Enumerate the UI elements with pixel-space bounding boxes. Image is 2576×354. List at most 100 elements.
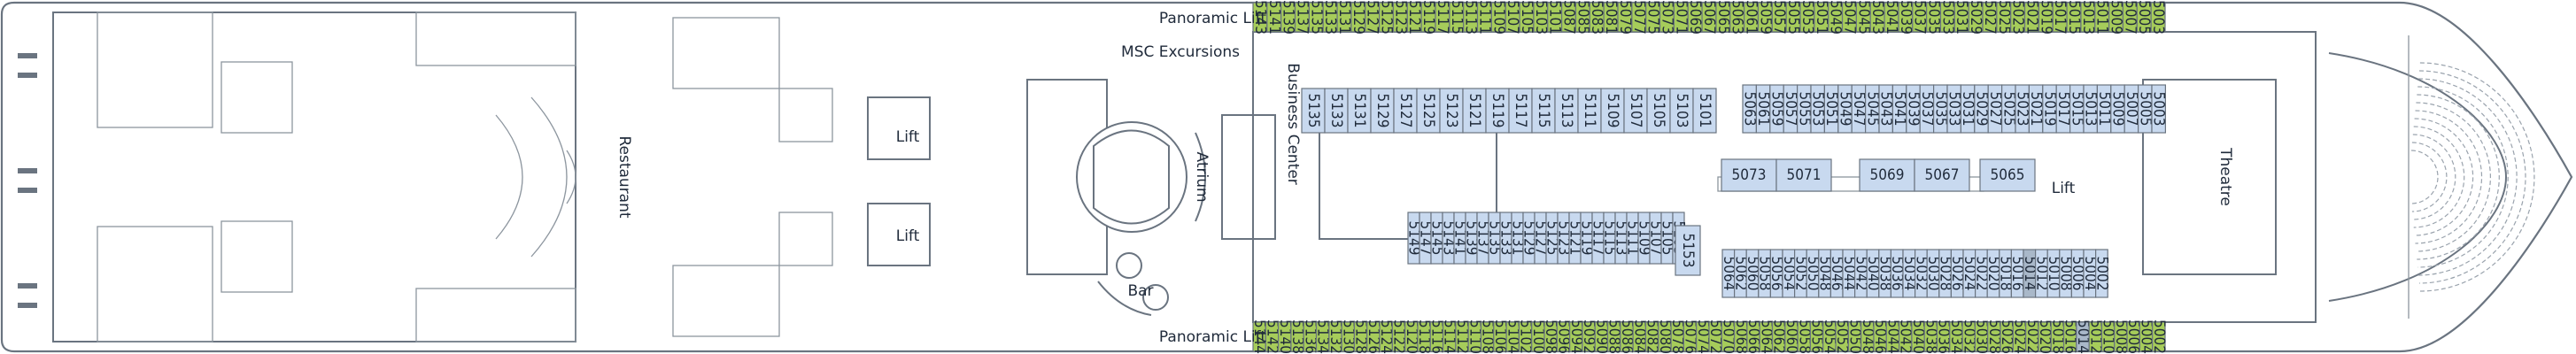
cabin-interior-lower-right[interactable]: 5034 bbox=[1900, 249, 1918, 298]
cabin-balcony-bottom[interactable]: 5092 bbox=[1580, 319, 1597, 354]
cabin-balcony-bottom[interactable]: 5012 bbox=[2086, 319, 2104, 354]
cabin-interior-upper-mid[interactable]: 5111 bbox=[1577, 88, 1602, 134]
cabin-balcony-bottom[interactable]: 5140 bbox=[1276, 319, 1294, 354]
cabin-balcony-bottom[interactable]: 5102 bbox=[1517, 319, 1535, 354]
cabin-balcony-top[interactable]: 5083 bbox=[1588, 0, 1605, 35]
cabin-balcony-top[interactable]: 5115 bbox=[1448, 0, 1466, 35]
cabin-balcony-bottom[interactable]: 5130 bbox=[1339, 319, 1357, 354]
cabin-interior-horizontal[interactable]: 5073 bbox=[1721, 158, 1777, 192]
cabin-balcony-top[interactable]: 5015 bbox=[2065, 0, 2083, 35]
cabin-interior-upper-right[interactable]: 5043 bbox=[1877, 84, 1895, 134]
cabin-interior-lower-right[interactable]: 5060 bbox=[1744, 249, 1761, 298]
cabin-balcony-top[interactable]: 5025 bbox=[1995, 0, 2013, 35]
cabin-interior-lower-right[interactable]: 5004 bbox=[2081, 249, 2099, 298]
cabin-balcony-bottom[interactable]: 5126 bbox=[1365, 319, 1382, 354]
cabin-interior-upper-mid[interactable]: 5135 bbox=[1301, 88, 1326, 134]
cabin-balcony-top[interactable]: 5123 bbox=[1391, 0, 1409, 35]
cabin-interior-upper-right[interactable]: 5053 bbox=[1809, 84, 1827, 134]
cabin-balcony-top[interactable]: 5077 bbox=[1630, 0, 1648, 35]
cabin-interior-center[interactable]: 5113 bbox=[1613, 212, 1630, 265]
cabin-interior-upper-right[interactable]: 5049 bbox=[1837, 84, 1854, 134]
cabin-balcony-bottom[interactable]: 5040 bbox=[1909, 319, 1927, 354]
cabin-balcony-top[interactable]: 5021 bbox=[2023, 0, 2040, 35]
cabin-interior-horizontal[interactable]: 5067 bbox=[1914, 158, 1970, 192]
cabin-balcony-bottom[interactable]: 5098 bbox=[1542, 319, 1559, 354]
cabin-interior-lower-right[interactable]: 5010 bbox=[2045, 249, 2062, 298]
cabin-interior-lower-right[interactable]: 5030 bbox=[1924, 249, 1942, 298]
cabin-interior-upper-right[interactable]: 5011 bbox=[2095, 84, 2113, 134]
cabin-interior-lower-right[interactable]: 5012 bbox=[2032, 249, 2050, 298]
cabin-interior-horizontal[interactable]: 5069 bbox=[1859, 158, 1915, 192]
cabin-balcony-top[interactable]: 5031 bbox=[1953, 0, 1970, 35]
cabin-balcony-bottom[interactable]: 5018 bbox=[2048, 319, 2066, 354]
cabin-interior-upper-right[interactable]: 5063 bbox=[1741, 84, 1759, 134]
cabin-balcony-top[interactable]: 5111 bbox=[1475, 0, 1493, 35]
cabin-balcony-bottom[interactable]: 5008 bbox=[2112, 319, 2130, 354]
cabin-balcony-bottom[interactable]: 5080 bbox=[1656, 319, 1674, 354]
cabin-balcony-bottom[interactable]: 5094 bbox=[1567, 319, 1585, 354]
cabin-balcony-top[interactable]: 5037 bbox=[1911, 0, 1929, 35]
cabin-balcony-bottom[interactable]: 5026 bbox=[1998, 319, 2015, 354]
cabin-interior-center[interactable]: 5143 bbox=[1440, 212, 1458, 265]
cabin-balcony-bottom[interactable]: 5108 bbox=[1479, 319, 1497, 354]
cabin-interior-upper-right[interactable]: 5047 bbox=[1850, 84, 1868, 134]
cabin-interior-center[interactable]: 5133 bbox=[1497, 212, 1515, 265]
cabin-balcony-bottom[interactable]: 5100 bbox=[1529, 319, 1547, 354]
cabin-balcony-top[interactable]: 5067 bbox=[1700, 0, 1718, 35]
cabin-interior-upper-mid[interactable]: 5107 bbox=[1623, 88, 1648, 134]
cabin-interior-center[interactable]: 5111 bbox=[1624, 212, 1642, 265]
cabin-interior-upper-mid[interactable]: 5129 bbox=[1370, 88, 1395, 134]
cabin-balcony-top[interactable]: 5065 bbox=[1714, 0, 1732, 35]
cabin-balcony-bottom[interactable]: 5046 bbox=[1871, 319, 1889, 354]
cabin-balcony-bottom[interactable]: 5020 bbox=[2036, 319, 2054, 354]
cabin-interior-lower-right[interactable]: 5040 bbox=[1864, 249, 1882, 298]
cabin-balcony-bottom[interactable]: 5006 bbox=[2124, 319, 2142, 354]
cabin-interior-lower-right[interactable]: 5014 bbox=[2021, 249, 2038, 298]
cabin-balcony-bottom[interactable]: 5052 bbox=[1833, 319, 1851, 354]
cabin-balcony-bottom[interactable]: 5034 bbox=[1947, 319, 1965, 354]
cabin-interior-upper-right[interactable]: 5039 bbox=[1905, 84, 1922, 134]
cabin-balcony-bottom[interactable]: 5084 bbox=[1630, 319, 1648, 354]
cabin-interior-upper-mid[interactable]: 5113 bbox=[1554, 88, 1579, 134]
cabin-interior-horizontal[interactable]: 5071 bbox=[1775, 158, 1832, 192]
cabin-interior-upper-mid[interactable]: 5103 bbox=[1669, 88, 1694, 134]
cabin-balcony-top[interactable]: 5063 bbox=[1729, 0, 1746, 35]
cabin-balcony-top[interactable]: 5003 bbox=[2149, 0, 2167, 35]
cabin-interior-lower-right[interactable]: 5024 bbox=[1961, 249, 1978, 298]
cabin-interior-center[interactable]: 5129 bbox=[1520, 212, 1538, 265]
cabin-interior-lower-right[interactable]: 5008 bbox=[2057, 249, 2075, 298]
cabin-interior-center[interactable]: 5119 bbox=[1578, 212, 1596, 265]
cabin-balcony-bottom[interactable]: 5088 bbox=[1605, 319, 1623, 354]
cabin-interior-upper-right[interactable]: 5031 bbox=[1959, 84, 1976, 134]
cabin-interior-center[interactable]: 5109 bbox=[1636, 212, 1653, 265]
cabin-interior-upper-mid[interactable]: 5105 bbox=[1646, 88, 1671, 134]
cabin-interior-lower-right[interactable]: 5050 bbox=[1804, 249, 1822, 298]
cabin-balcony-top[interactable]: 5109 bbox=[1489, 0, 1507, 35]
cabin-balcony-top[interactable]: 5127 bbox=[1364, 0, 1381, 35]
cabin-balcony-bottom[interactable]: 5016 bbox=[2062, 319, 2079, 354]
cabin-balcony-bottom[interactable]: 5050 bbox=[1846, 319, 1864, 354]
cabin-balcony-bottom[interactable]: 5048 bbox=[1859, 319, 1876, 354]
cabin-balcony-top[interactable]: 5035 bbox=[1925, 0, 1943, 35]
cabin-balcony-bottom[interactable]: 5120 bbox=[1403, 319, 1420, 354]
cabin-interior-upper-mid[interactable]: 5123 bbox=[1439, 88, 1464, 134]
cabin-interior-lower-right[interactable]: 5022 bbox=[1972, 249, 1990, 298]
cabin-interior-upper-right[interactable]: 5007 bbox=[2123, 84, 2140, 134]
cabin-interior-lower-right[interactable]: 5026 bbox=[1948, 249, 1966, 298]
cabin-balcony-top[interactable]: 5011 bbox=[2093, 0, 2111, 35]
cabin-interior-upper-right[interactable]: 5035 bbox=[1931, 84, 1949, 134]
cabin-interior-upper-mid[interactable]: 5101 bbox=[1692, 88, 1717, 134]
cabin-interior-lower-right[interactable]: 5052 bbox=[1791, 249, 1809, 298]
cabin-interior-lower-right[interactable]: 5038 bbox=[1876, 249, 1894, 298]
cabin-interior-lower-right[interactable]: 5002 bbox=[2093, 249, 2110, 298]
cabin-interior-lower-right[interactable]: 5054 bbox=[1780, 249, 1798, 298]
cabin-balcony-bottom[interactable]: 5058 bbox=[1795, 319, 1813, 354]
cabin-balcony-top[interactable]: 5017 bbox=[2051, 0, 2069, 35]
cabin-interior-upper-right[interactable]: 5029 bbox=[1973, 84, 1991, 134]
cabin-interior-upper-right[interactable]: 5015 bbox=[2068, 84, 2085, 134]
cabin-balcony-bottom[interactable]: 5070 bbox=[1719, 319, 1737, 354]
cabin-balcony-top[interactable]: 5005 bbox=[2135, 0, 2153, 35]
cabin-interior-upper-right[interactable]: 5027 bbox=[1986, 84, 2004, 134]
cabin-interior-lower-right[interactable]: 5028 bbox=[1937, 249, 1954, 298]
cabin-balcony-bottom[interactable]: 5042 bbox=[1897, 319, 1915, 354]
